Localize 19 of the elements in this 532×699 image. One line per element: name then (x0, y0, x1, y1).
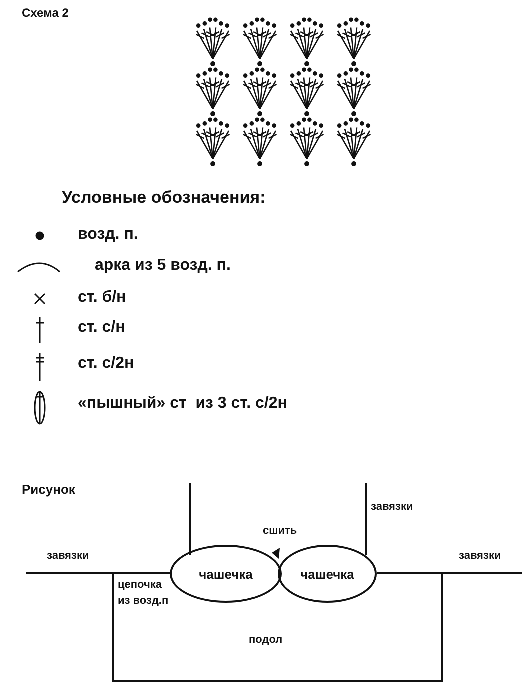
legend-text: ст. с/н (78, 319, 126, 337)
legend-text: арка из 5 возд. п. (95, 257, 231, 275)
part-label: подол (249, 634, 283, 646)
legend-text: ст. с/2н (78, 355, 134, 373)
part-label: завязки (47, 550, 90, 562)
part-label: завязки (371, 501, 414, 513)
legend-text: «пышный» ст из 3 ст. с/2н (78, 395, 288, 413)
part-label: цепочка из возд.п (118, 578, 170, 609)
node-label: чашечка (199, 566, 253, 582)
cup-ellipse (278, 545, 377, 603)
section-heading: Рисунок (22, 482, 76, 497)
cup-ellipse (170, 545, 282, 603)
node-label: чашечка (300, 566, 354, 582)
note-label: сшить (263, 525, 298, 537)
legend-text: ст. б/н (78, 289, 126, 307)
legend-text: возд. п. (78, 226, 138, 244)
section-heading: Схема 2 (22, 6, 69, 20)
legend-heading: Условные обозначения: (62, 188, 266, 208)
part-label: завязки (459, 550, 502, 562)
